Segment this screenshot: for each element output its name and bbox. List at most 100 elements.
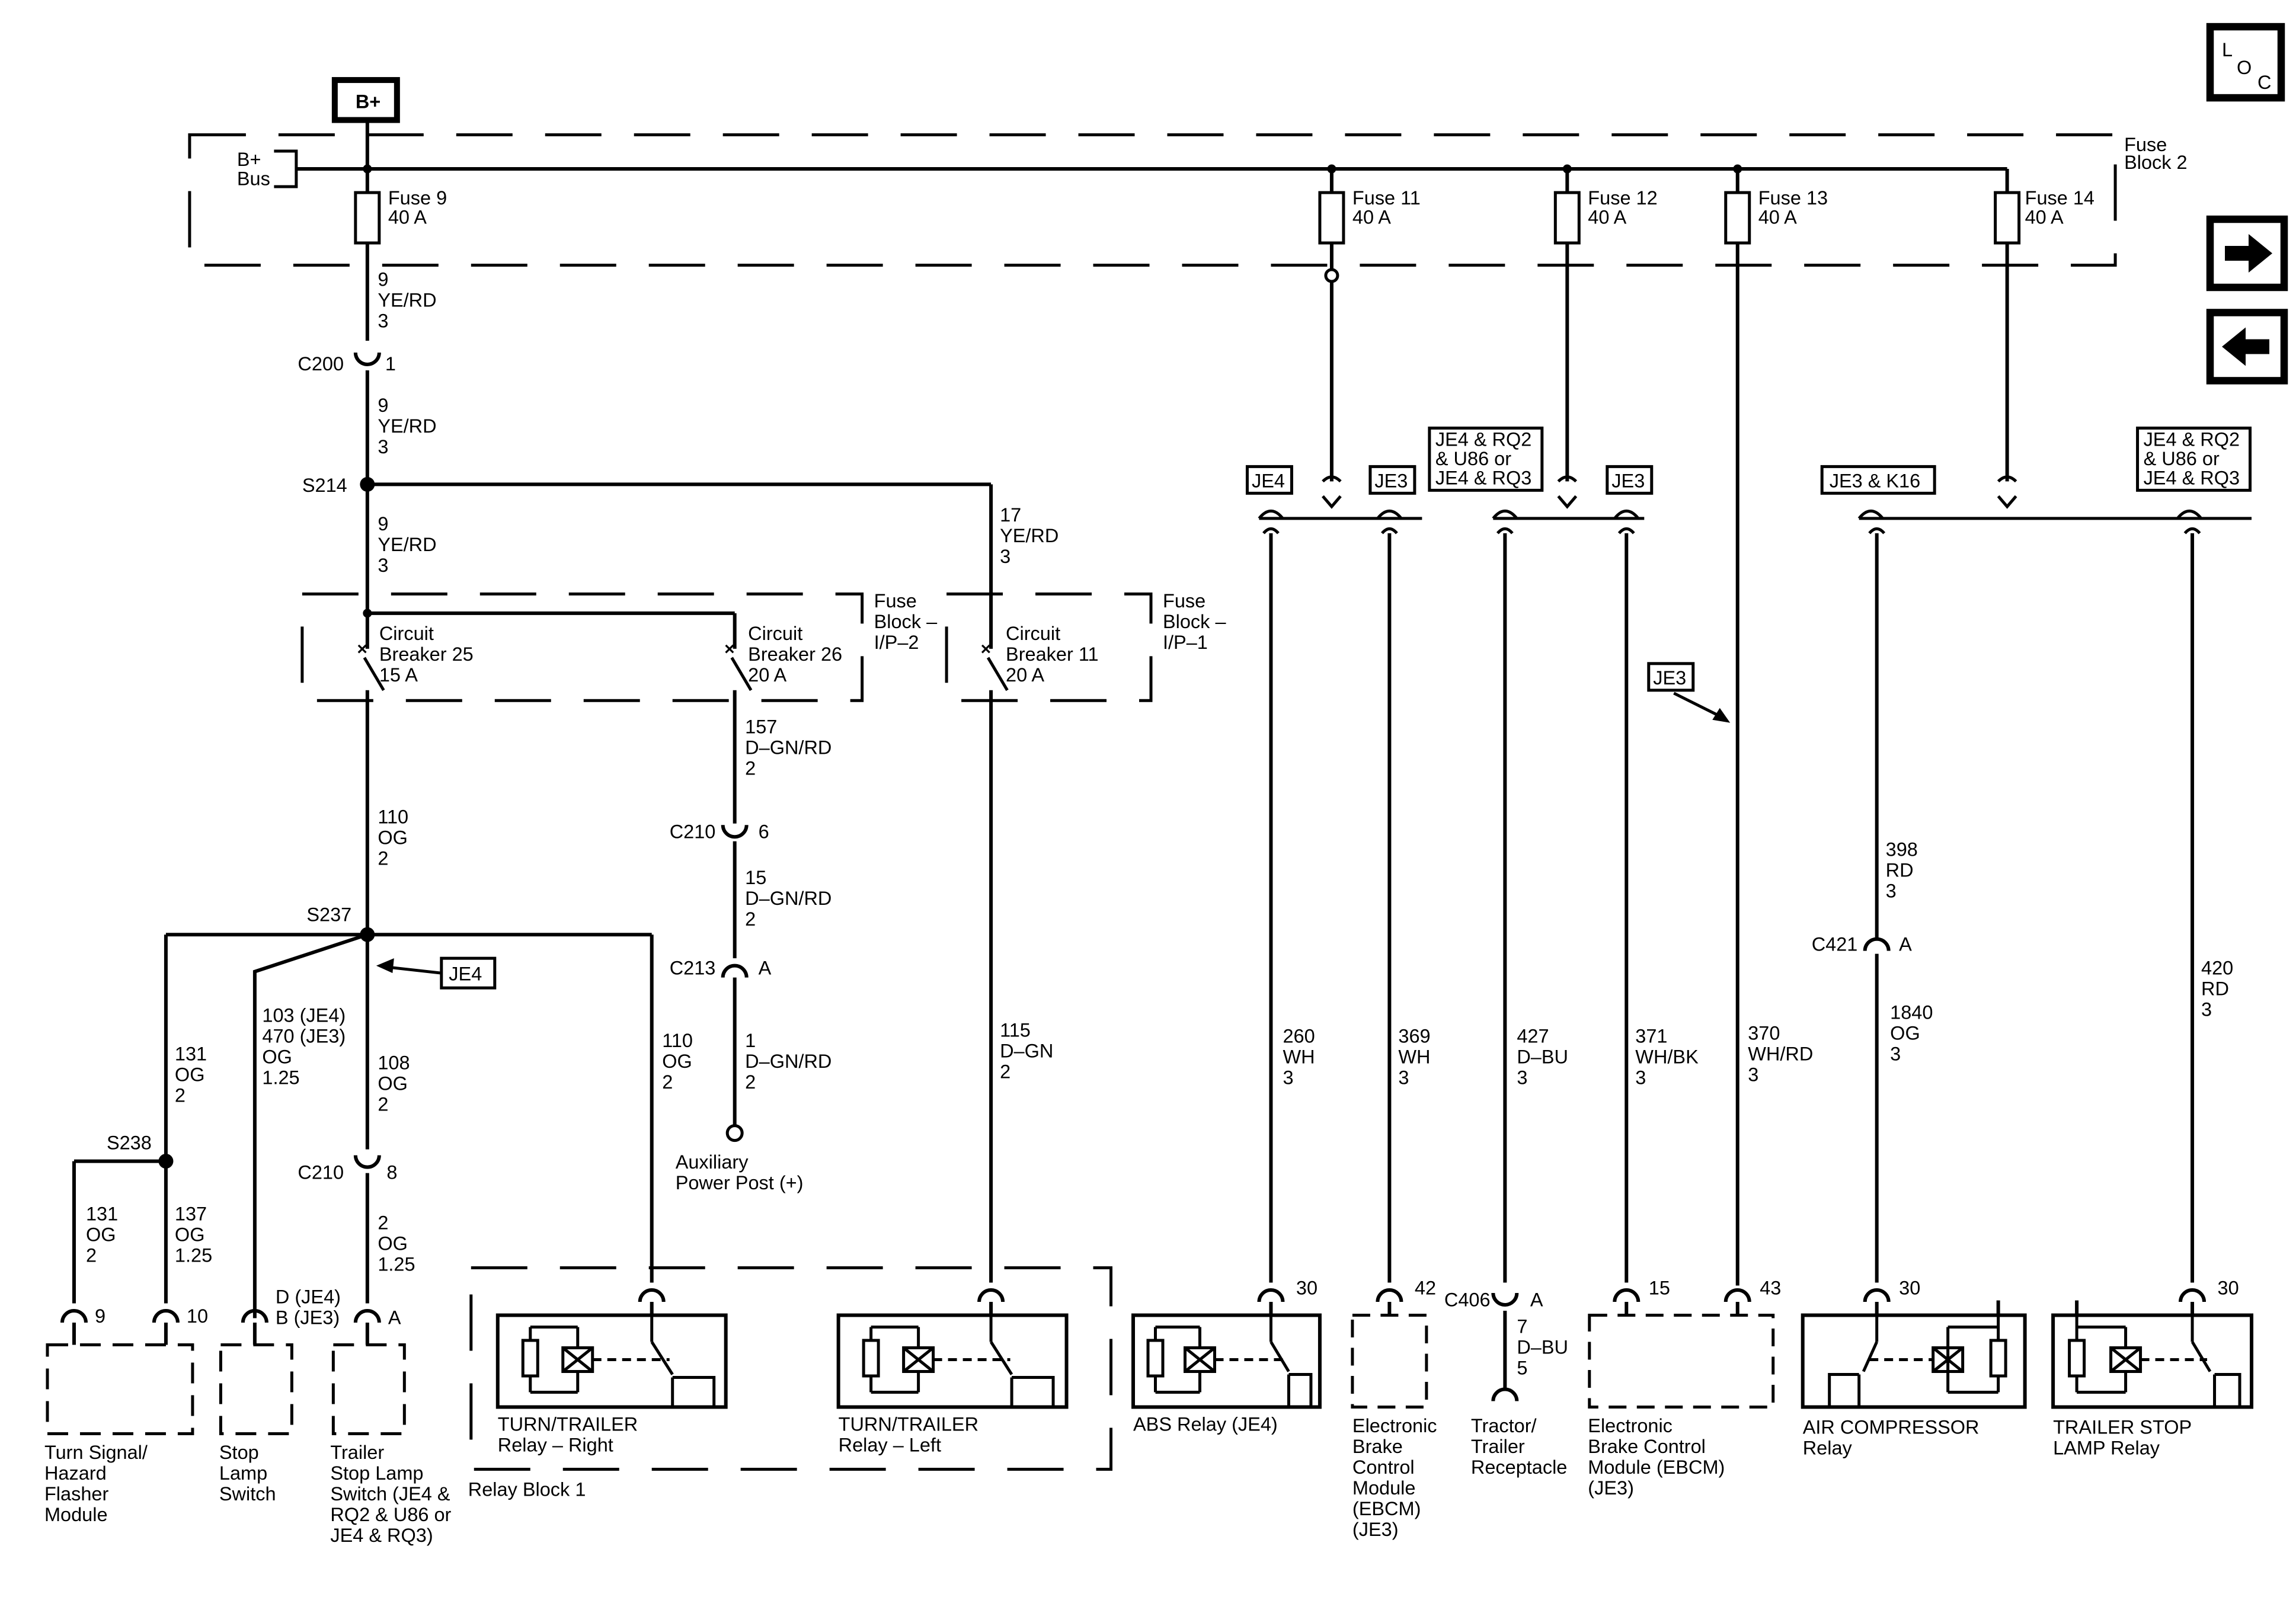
turn-trailer-relay-left: TURN/TRAILER Relay – Left [836,1288,1069,1455]
svg-text:YE/RD: YE/RD [378,415,436,437]
svg-text:C210: C210 [298,1162,344,1183]
svg-text:B+: B+ [356,91,380,113]
svg-text:Module: Module [1352,1477,1416,1499]
svg-text:Fuse 11: Fuse 11 [1352,187,1421,209]
svg-text:Block –: Block – [874,611,938,632]
svg-text:WH/RD: WH/RD [1748,1044,1813,1065]
svg-text:3: 3 [2201,999,2212,1020]
svg-text:C421: C421 [1812,934,1858,955]
svg-text:WH: WH [1398,1046,1430,1068]
svg-text:Hazard: Hazard [44,1462,107,1484]
svg-text:2: 2 [86,1245,97,1266]
svg-text:40 A: 40 A [1758,207,1797,228]
svg-text:17: 17 [1000,504,1021,526]
main-feed: 9 YE/RD 3 C200 1 9 YE/RD 3 S214 17 YE/RD… [298,268,1059,649]
svg-text:2: 2 [175,1085,186,1106]
svg-text:5: 5 [1517,1358,1527,1379]
svg-text:Fuse: Fuse [2124,134,2167,155]
svg-text:131: 131 [86,1204,118,1225]
right-side-wires: 260 WH 3 369 WH 3 427 D–BU 3 371 WH/BK 3… [1262,527,2233,1283]
svg-text:8: 8 [386,1162,397,1183]
svg-text:OG: OG [175,1064,205,1086]
svg-text:3: 3 [1886,881,1897,902]
svg-text:Stop Lamp: Stop Lamp [330,1462,423,1484]
svg-text:40 A: 40 A [1588,207,1626,228]
svg-text:3: 3 [378,310,388,331]
svg-text:C210: C210 [670,821,716,843]
svg-text:ABS Relay (JE4): ABS Relay (JE4) [1133,1413,1278,1435]
svg-text:15: 15 [1649,1278,1670,1299]
svg-text:YE/RD: YE/RD [1000,525,1059,546]
svg-text:157: 157 [745,716,777,737]
fuse-13: Fuse 13 40 A [1724,169,1828,1286]
svg-text:C200: C200 [298,353,344,375]
svg-text:3: 3 [378,436,388,457]
trailer-stop-lamp-switch: A Trailer Stop Lamp Switch (JE4 & RQ2 & … [330,1307,451,1546]
svg-text:Relay Block 1: Relay Block 1 [468,1478,586,1500]
svg-text:D–BU: D–BU [1517,1046,1568,1068]
svg-text:×: × [357,639,367,659]
svg-text:Switch: Switch [219,1483,276,1505]
svg-text:A: A [388,1307,401,1329]
svg-text:JE4 & RQ2: JE4 & RQ2 [1435,428,1532,450]
svg-text:30: 30 [1899,1278,1920,1299]
svg-text:Fuse 12: Fuse 12 [1588,187,1657,209]
ebcm-module-2: 15 43 Electronic Brake Control Module (E… [1588,1278,1781,1499]
svg-text:40 A: 40 A [388,207,427,228]
svg-text:OG: OG [1890,1023,1920,1044]
svg-text:1: 1 [745,1030,756,1051]
svg-text:3: 3 [1635,1067,1646,1089]
svg-text:D–GN/RD: D–GN/RD [745,888,832,909]
svg-text:40 A: 40 A [2025,207,2064,228]
svg-text:D–GN/RD: D–GN/RD [745,1051,832,1072]
previous-page-button[interactable] [2206,309,2288,385]
aux-power-branch: 157 D–GN/RD 2 C210 6 15 D–GN/RD 2 C213 A… [670,716,832,1193]
svg-text:15: 15 [745,867,766,888]
svg-text:420: 420 [2201,958,2233,979]
next-page-button[interactable] [2206,215,2288,292]
svg-text:JE4: JE4 [449,964,482,985]
svg-text:C: C [2257,72,2271,93]
svg-text:C406: C406 [1444,1289,1491,1311]
svg-text:OG: OG [662,1051,692,1072]
fuse-11: Fuse 11 40 A [1318,169,1421,482]
svg-text:2: 2 [745,1071,756,1093]
svg-text:OG: OG [378,1233,408,1254]
svg-text:×: × [981,639,992,659]
svg-text:Stop: Stop [219,1442,259,1463]
svg-text:AIR COMPRESSOR: AIR COMPRESSOR [1803,1416,1980,1438]
fuse-block-ip2: Fuse Block – I/P–2 × Circuit Breaker 25 … [300,590,938,933]
arrow-left-icon [2222,327,2270,366]
svg-text:Power Post (+): Power Post (+) [676,1172,804,1193]
svg-text:1.25: 1.25 [262,1067,299,1089]
svg-text:JE4: JE4 [1252,470,1285,491]
svg-text:OG: OG [86,1224,116,1246]
svg-text:Circuit: Circuit [1006,623,1060,644]
svg-text:Brake: Brake [1352,1436,1403,1457]
svg-text:3: 3 [1890,1044,1901,1065]
svg-text:Fuse: Fuse [1163,590,1205,612]
svg-text:TRAILER STOP: TRAILER STOP [2053,1416,2192,1438]
svg-text:470 (JE3): 470 (JE3) [262,1026,346,1047]
air-compressor-relay: 30 AIR COMPRESSOR Relay [1801,1278,2027,1458]
svg-text:115: 115 [1000,1020,1031,1041]
svg-text:Bus: Bus [237,168,270,190]
svg-text:RD: RD [2201,978,2229,1000]
svg-text:Lamp: Lamp [219,1462,267,1484]
svg-text:Brake Control: Brake Control [1588,1436,1706,1457]
svg-text:I/P–2: I/P–2 [874,632,919,653]
svg-text:Module (EBCM): Module (EBCM) [1588,1457,1725,1478]
svg-text:3: 3 [378,555,388,576]
trailer-stop-lamp-relay: 30 TRAILER STOP LAMP Relay [2051,1278,2254,1458]
svg-text:(JE3): (JE3) [1588,1477,1634,1499]
svg-text:S237: S237 [306,904,351,926]
svg-text:B+: B+ [237,149,261,170]
svg-text:Fuse 14: Fuse 14 [2025,187,2094,209]
svg-text:Module: Module [44,1504,108,1525]
turn-signal-branch: 110 OG 2 S237 JE4 131 OG 2 S238 131 OG 2… [72,806,693,1318]
svg-text:Tractor/: Tractor/ [1471,1415,1537,1436]
svg-text:(JE3): (JE3) [1352,1519,1399,1540]
svg-text:S238: S238 [107,1132,152,1154]
svg-text:3: 3 [1398,1067,1409,1089]
svg-text:B (JE3): B (JE3) [276,1307,340,1329]
